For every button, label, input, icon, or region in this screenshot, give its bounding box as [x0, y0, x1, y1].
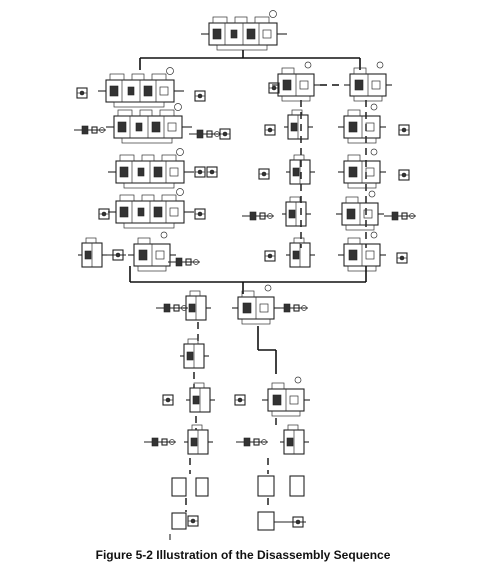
left-branch-step-1: [76, 66, 206, 108]
left-branch-step-5: [77, 231, 201, 272]
right-branch-step-2: [264, 103, 410, 144]
lower-right-step-1: [234, 376, 311, 430]
left-branch-step-4: [98, 187, 206, 229]
right-branch-step-4: [241, 190, 417, 231]
right-branch-dashed-paths: [300, 84, 367, 248]
assembly-complete: [200, 9, 288, 51]
lower-left-step-4: [171, 477, 209, 512]
lower-right-step-3: [257, 475, 305, 510]
right-branch-step-1: [268, 61, 393, 102]
top-split-bracket: [139, 50, 361, 70]
merge-bracket: [129, 266, 367, 294]
lower-right-step-4: [257, 511, 306, 531]
lower-left-step-5: [169, 512, 199, 540]
left-branch-step-3: [107, 147, 218, 189]
lower-stage-start: [155, 284, 309, 374]
right-branch-step-5: [264, 231, 408, 272]
lower-left-step-1: [179, 338, 210, 388]
figure-caption: Figure 5-2 Illustration of the Disassemb…: [95, 548, 391, 562]
lower-left-step-2: [162, 382, 216, 430]
lower-right-step-2: [235, 424, 310, 474]
left-branch-step-2: [73, 102, 231, 144]
lower-left-step-3: [143, 424, 214, 474]
right-branch-step-3: [258, 148, 410, 189]
